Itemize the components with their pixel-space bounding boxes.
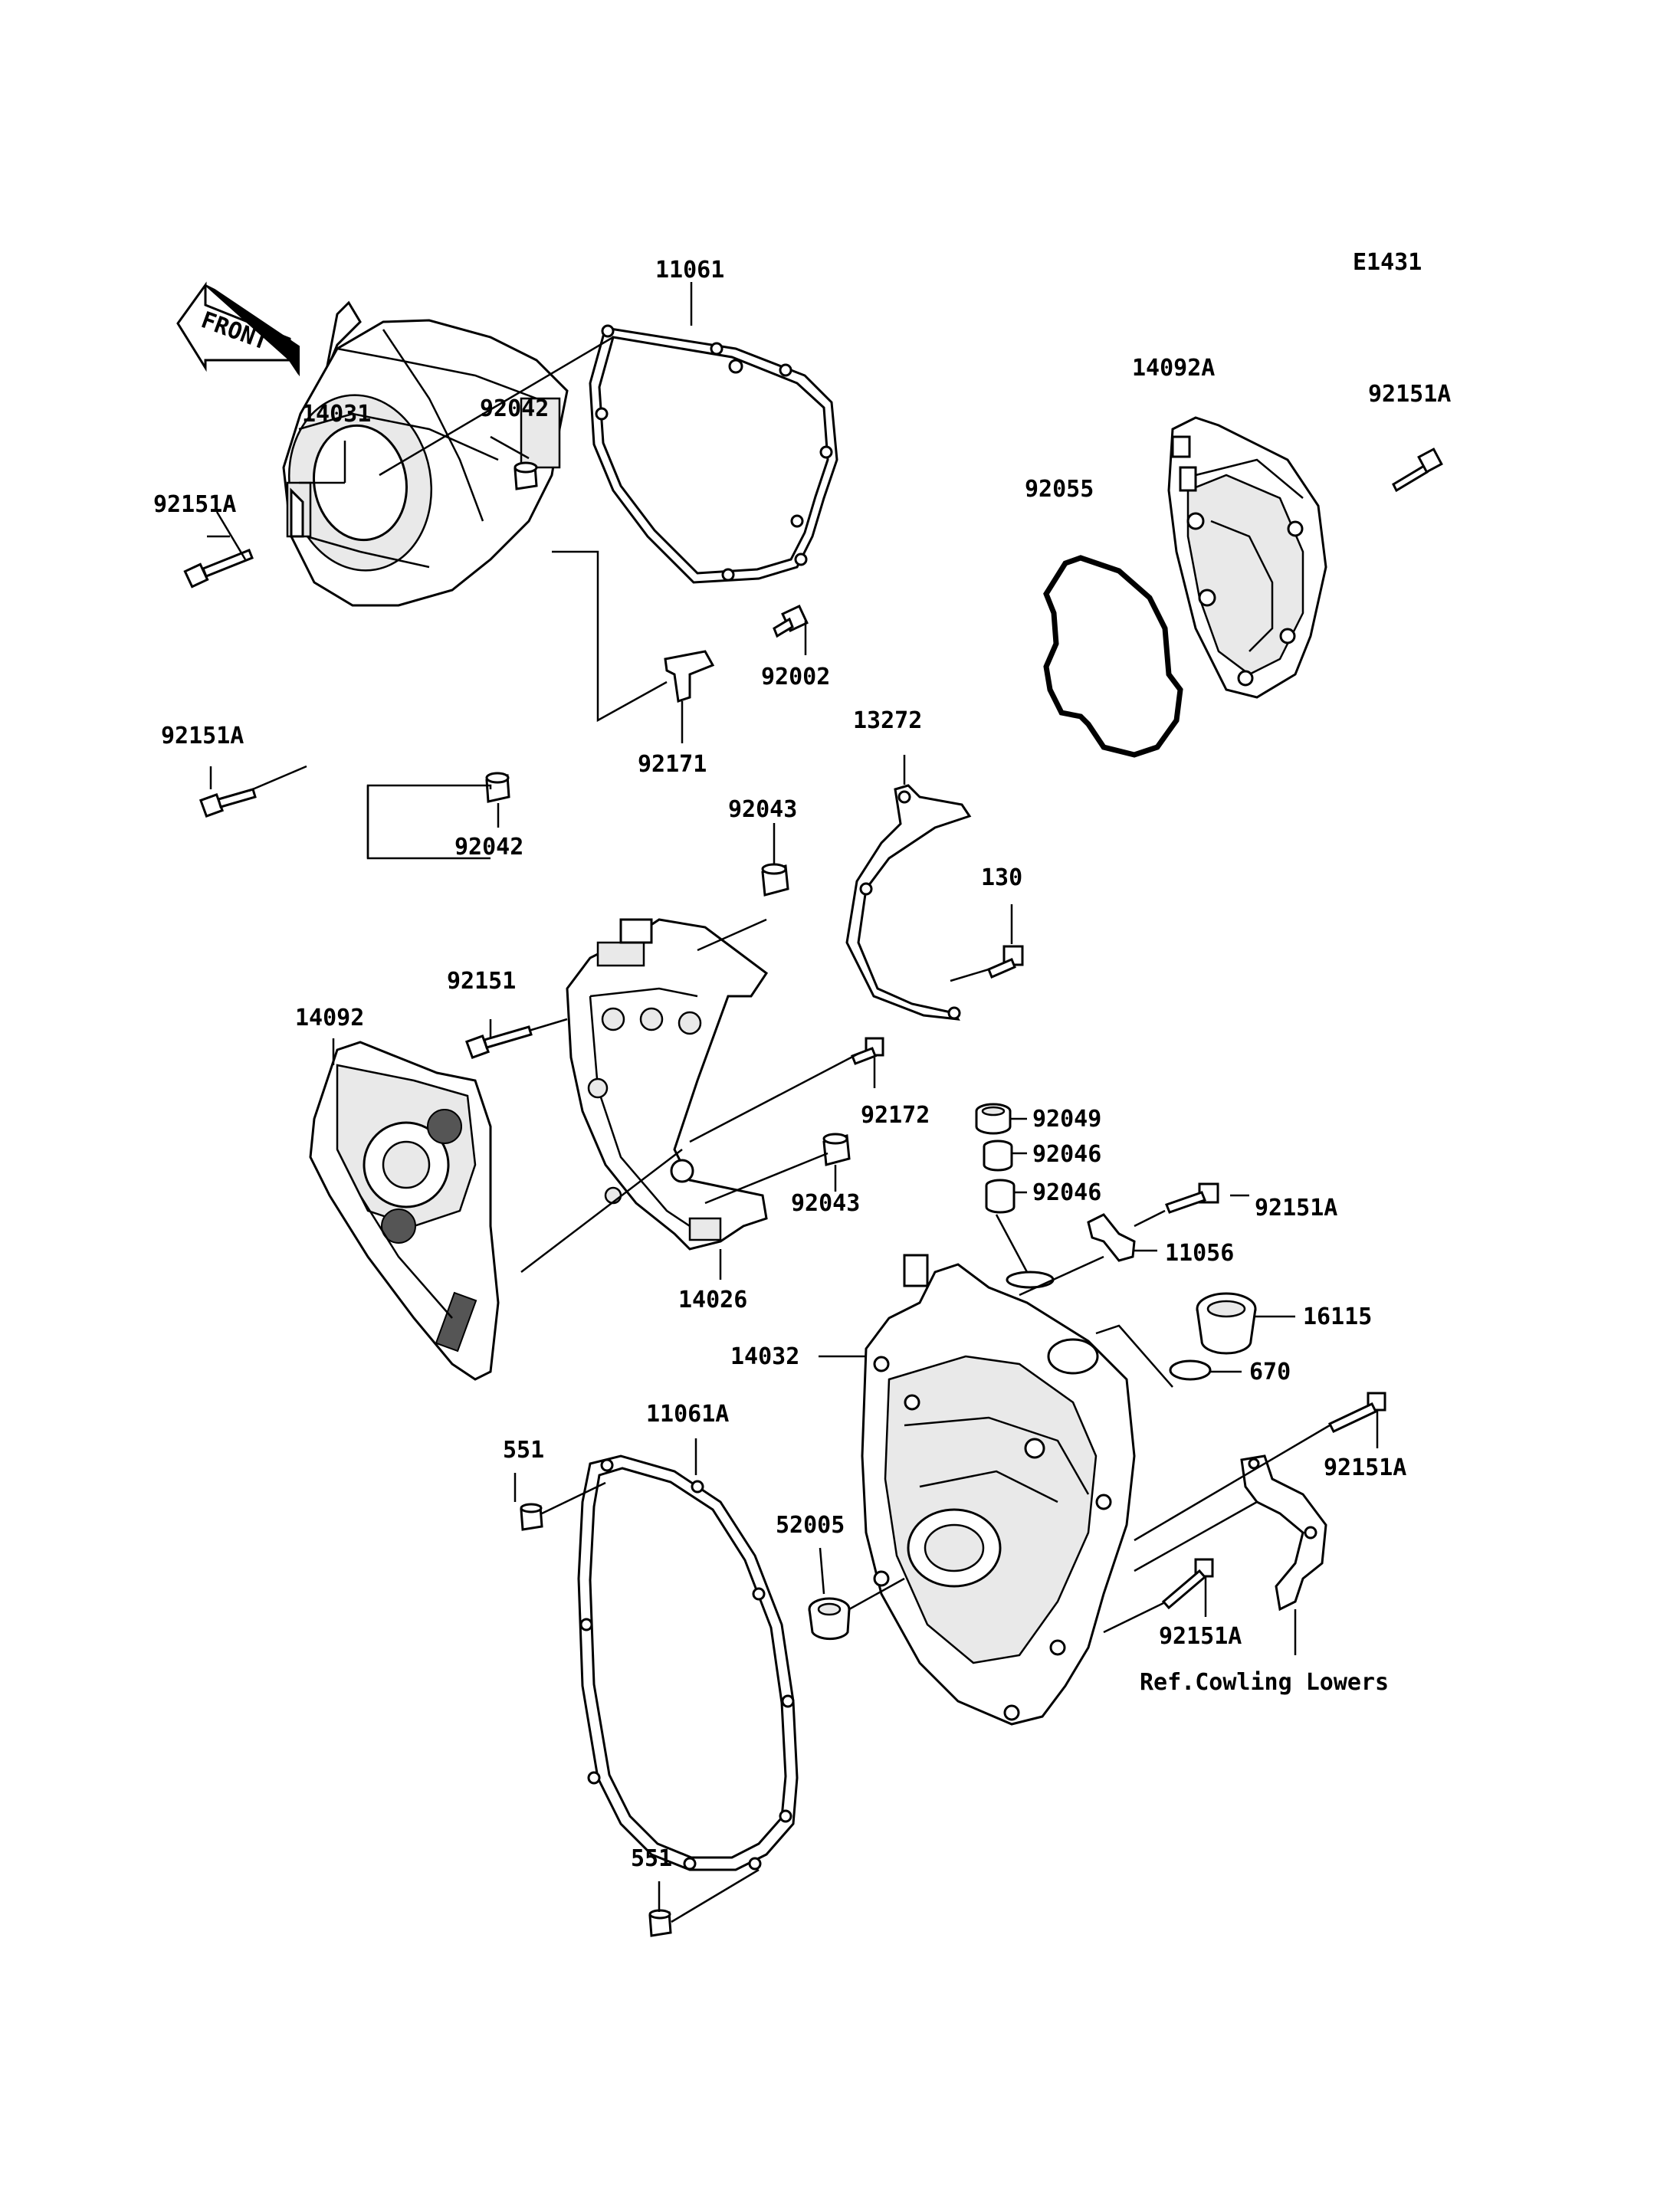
gasket-11061 — [589, 324, 838, 584]
label-92043-bottom: 92043 — [791, 1190, 860, 1217]
label-551-bottom: 551 — [631, 1845, 672, 1872]
cover-14092 — [309, 1041, 500, 1381]
sprocket-cover-14026 — [566, 918, 769, 1251]
label-14026: 14026 — [678, 1287, 747, 1313]
bolt-92151A-right-2 — [1327, 1392, 1386, 1433]
label-551-top: 551 — [503, 1437, 544, 1464]
label-92043-top: 92043 — [728, 796, 797, 823]
front-arrow-icon: FRONT — [176, 281, 300, 377]
label-11061: 11061 — [655, 257, 724, 284]
reference-note: Ref.Cowling Lowers — [1140, 1669, 1389, 1696]
label-92055: 92055 — [1025, 476, 1094, 503]
o-ring-670 — [1169, 1359, 1212, 1381]
gasket-13272 — [845, 784, 972, 1021]
bolt-92151 — [464, 1025, 533, 1060]
seal-92049 — [975, 1103, 1012, 1135]
bolt-92172 — [851, 1037, 884, 1065]
dowel-92042-top — [514, 461, 538, 490]
label-92042-top: 92042 — [480, 395, 549, 422]
bolt-92002 — [773, 605, 809, 638]
label-92171: 92171 — [638, 751, 707, 778]
bolt-92151A-top-right — [1392, 448, 1443, 493]
label-92042-bottom: 92042 — [454, 834, 523, 861]
label-92151A-left-2: 92151A — [161, 723, 244, 749]
gasket-92055 — [1043, 555, 1183, 758]
gasket-11061A — [577, 1454, 799, 1871]
bush-92046-a — [983, 1139, 1013, 1172]
label-670: 670 — [1249, 1359, 1291, 1385]
label-13272: 13272 — [853, 707, 922, 734]
cap-16115 — [1196, 1292, 1257, 1355]
label-92049: 92049 — [1032, 1106, 1101, 1133]
bolt-92151A-right-1 — [1165, 1182, 1219, 1214]
label-92151A-right-2: 92151A — [1324, 1454, 1406, 1481]
label-92172: 92172 — [861, 1102, 930, 1129]
label-92151A-left-1: 92151A — [153, 491, 236, 518]
bolt-130 — [987, 945, 1024, 979]
cover-14092A — [1167, 416, 1327, 699]
label-92151A-right-3: 92151A — [1159, 1623, 1242, 1650]
bush-92046-b — [985, 1179, 1016, 1214]
diagram-code: E1431 — [1353, 249, 1422, 276]
label-14092: 14092 — [295, 1005, 364, 1031]
label-14092A: 14092A — [1132, 355, 1215, 382]
label-92151: 92151 — [447, 968, 516, 995]
dowel-92042-bottom — [485, 772, 510, 803]
label-92046-a: 92046 — [1032, 1141, 1101, 1168]
cowling-bracket — [1240, 1454, 1327, 1612]
label-11056: 11056 — [1165, 1240, 1234, 1267]
label-92046-b: 92046 — [1032, 1179, 1101, 1206]
label-92151A-top-right: 92151A — [1368, 381, 1451, 408]
label-14032: 14032 — [730, 1343, 799, 1370]
label-16115: 16115 — [1303, 1303, 1372, 1330]
dowel-551-top — [520, 1503, 543, 1531]
label-92151A-right-1: 92151A — [1255, 1195, 1337, 1221]
bracket-11056 — [1087, 1213, 1136, 1262]
label-92002: 92002 — [761, 664, 830, 690]
bolt-92151A-left-lower — [199, 788, 257, 818]
clamp-92171 — [664, 650, 715, 703]
label-52005: 52005 — [776, 1512, 845, 1539]
label-11061A: 11061A — [646, 1401, 729, 1428]
bolt-92151A-left-upper — [183, 549, 254, 589]
clutch-cover-14032 — [861, 1254, 1136, 1726]
label-14031: 14031 — [302, 401, 371, 428]
generator-cover-14031 — [282, 300, 569, 607]
dowel-92043-bottom — [822, 1133, 851, 1166]
dowel-551-bottom — [648, 1909, 672, 1937]
label-130: 130 — [981, 864, 1022, 891]
part-labels: 11061 14092A 92151A 14031 92042 92151A 9… — [153, 257, 1451, 1872]
seal-52005 — [808, 1597, 851, 1641]
leader-lines — [207, 282, 1379, 1923]
dowel-92043-top — [761, 863, 789, 897]
